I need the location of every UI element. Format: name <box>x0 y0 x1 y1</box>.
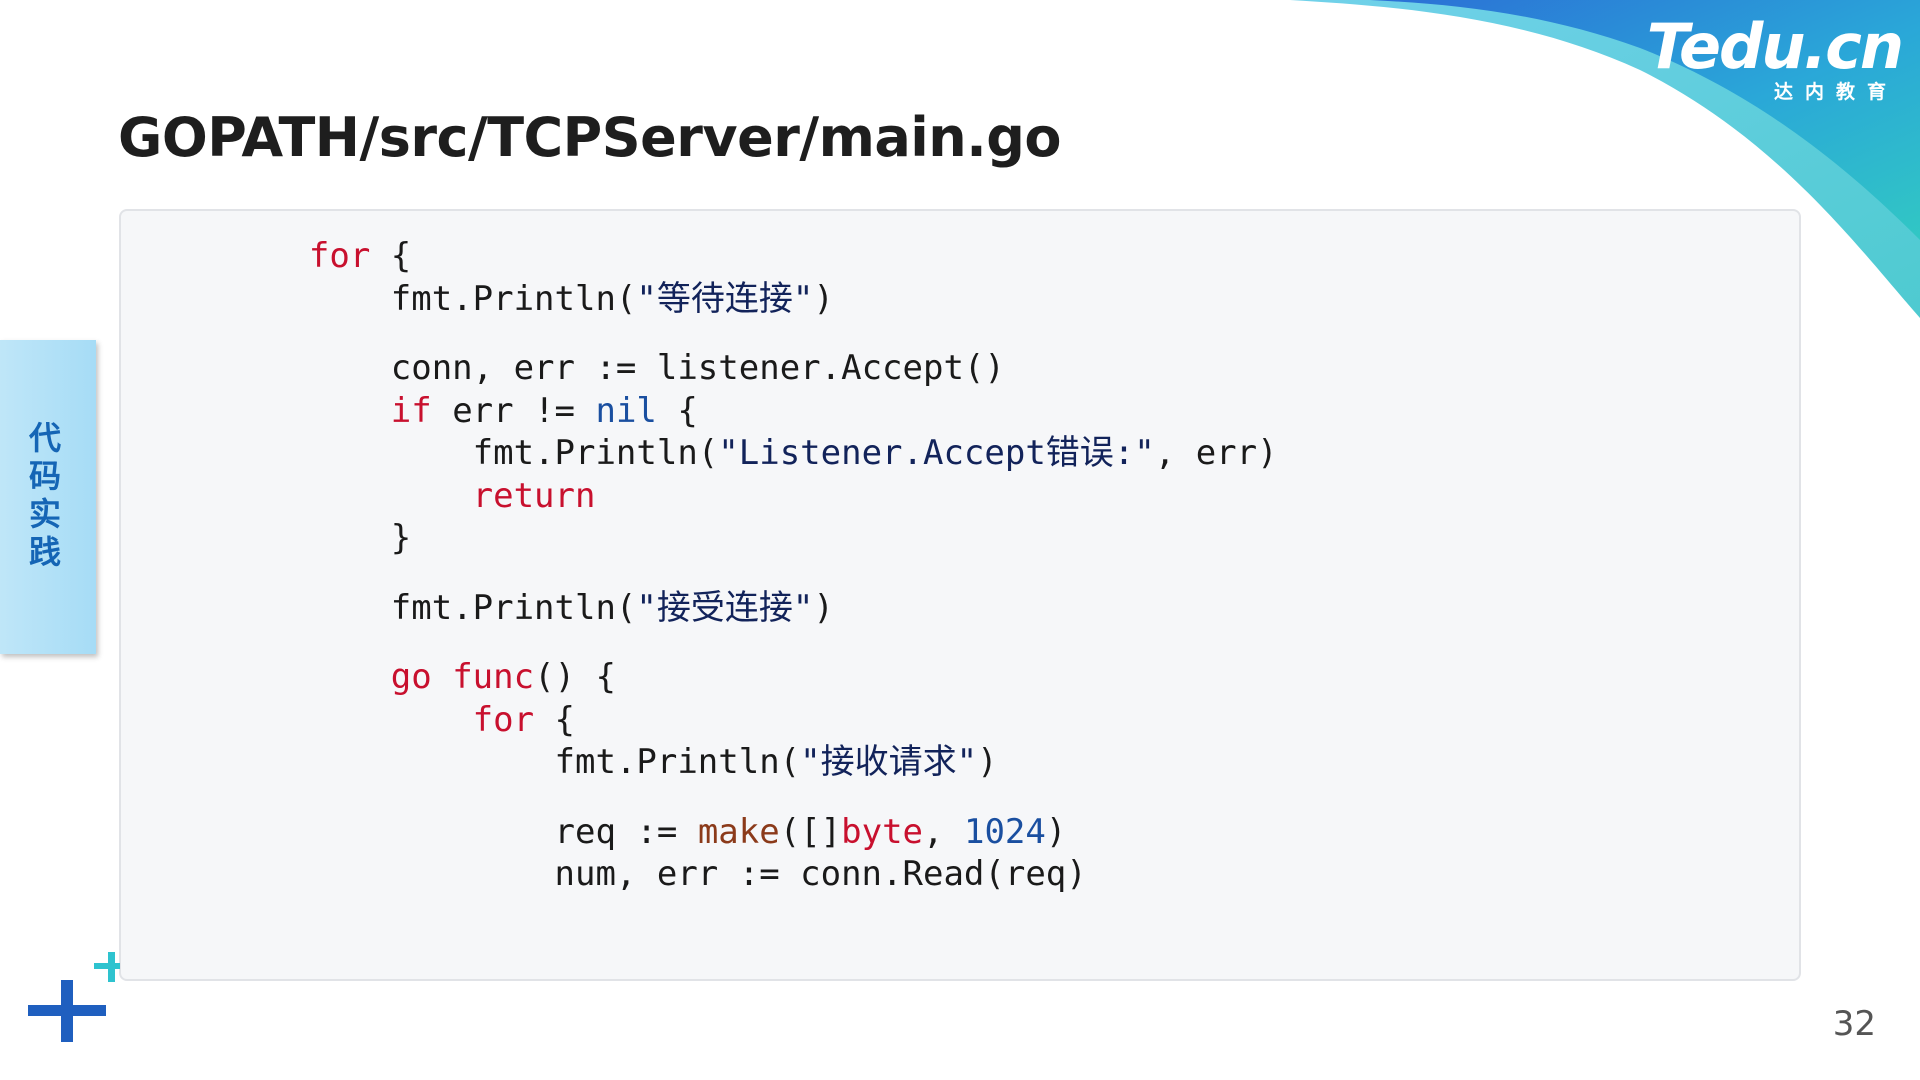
small-plus-icon <box>94 952 120 982</box>
code-token: ) <box>1045 811 1067 852</box>
code-blank-line <box>227 560 1799 587</box>
code-token: fmt.Println( <box>390 587 637 628</box>
code-token: "Listener.Accept错误:" <box>718 433 1155 473</box>
code-token: 1024 <box>963 811 1046 852</box>
code-line: go func() { <box>227 656 1799 699</box>
code-token: { <box>370 236 412 276</box>
code-token: fmt.Println( <box>554 742 801 782</box>
code-line: num, err := conn.Read(req) <box>227 853 1799 896</box>
code-token: "等待连接" <box>636 278 814 319</box>
plus-icon <box>28 980 106 1042</box>
code-block: for { fmt.Println("等待连接") conn, err := l… <box>121 211 1799 896</box>
code-token: "接收请求" <box>800 742 978 782</box>
code-line: } <box>227 517 1799 560</box>
code-token: ) <box>977 742 998 782</box>
code-token: make <box>697 811 780 852</box>
corner-swoosh-decoration <box>1290 0 1920 318</box>
side-tab: 代码实践 <box>0 340 96 654</box>
code-token: nil <box>595 390 657 431</box>
code-token: conn, err := listener.Accept() <box>390 348 1005 388</box>
tedu-logo: Tedu.cn 达内教育 <box>1632 10 1904 110</box>
code-line: fmt.Println("接收请求") <box>227 741 1799 784</box>
logo-wordmark: Tedu.cn <box>1646 10 1904 83</box>
page-number: 32 <box>1832 1004 1876 1044</box>
code-line: fmt.Println("Listener.Accept错误:", err) <box>227 432 1799 475</box>
code-blank-line <box>227 784 1799 811</box>
code-token: "接受连接" <box>636 587 814 628</box>
code-token: } <box>390 518 412 558</box>
code-token: , <box>923 811 964 852</box>
code-token: num, err := conn.Read(req) <box>554 854 1087 894</box>
code-token: { <box>534 699 576 740</box>
code-token: fmt.Println( <box>390 278 637 319</box>
code-token: byte <box>841 811 924 852</box>
code-line: conn, err := listener.Accept() <box>227 347 1799 390</box>
code-panel: for { fmt.Println("等待连接") conn, err := l… <box>119 209 1801 981</box>
code-token: err != <box>431 390 596 431</box>
code-blank-line <box>227 320 1799 347</box>
code-line: fmt.Println("接受连接") <box>227 587 1799 630</box>
code-token: { <box>656 390 698 431</box>
code-token: if <box>390 390 432 431</box>
code-token: () { <box>534 657 616 697</box>
code-token: func <box>452 657 535 697</box>
code-token: req := <box>554 811 698 852</box>
code-token: fmt.Println( <box>472 433 719 473</box>
code-line: return <box>227 475 1799 518</box>
code-line: if err != nil { <box>227 390 1799 433</box>
page-title: GOPATH/src/TCPServer/main.go <box>118 106 1062 169</box>
code-token: for <box>472 699 535 740</box>
code-token: return <box>472 475 596 516</box>
code-token: ) <box>813 587 834 628</box>
logo-subtitle: 达内教育 <box>1773 81 1898 103</box>
code-token <box>432 657 452 697</box>
code-blank-line <box>227 629 1799 656</box>
code-token: ([] <box>779 811 842 852</box>
side-tab-label: 代码实践 <box>24 421 62 573</box>
code-line: for { <box>227 699 1799 742</box>
code-line: fmt.Println("等待连接") <box>227 278 1799 321</box>
code-line: for { <box>227 235 1799 278</box>
code-token: , err) <box>1154 433 1278 473</box>
code-token: for <box>308 236 371 276</box>
code-line: req := make([]byte, 1024) <box>227 811 1799 854</box>
code-token: go <box>390 657 432 697</box>
code-token: ) <box>813 278 834 319</box>
